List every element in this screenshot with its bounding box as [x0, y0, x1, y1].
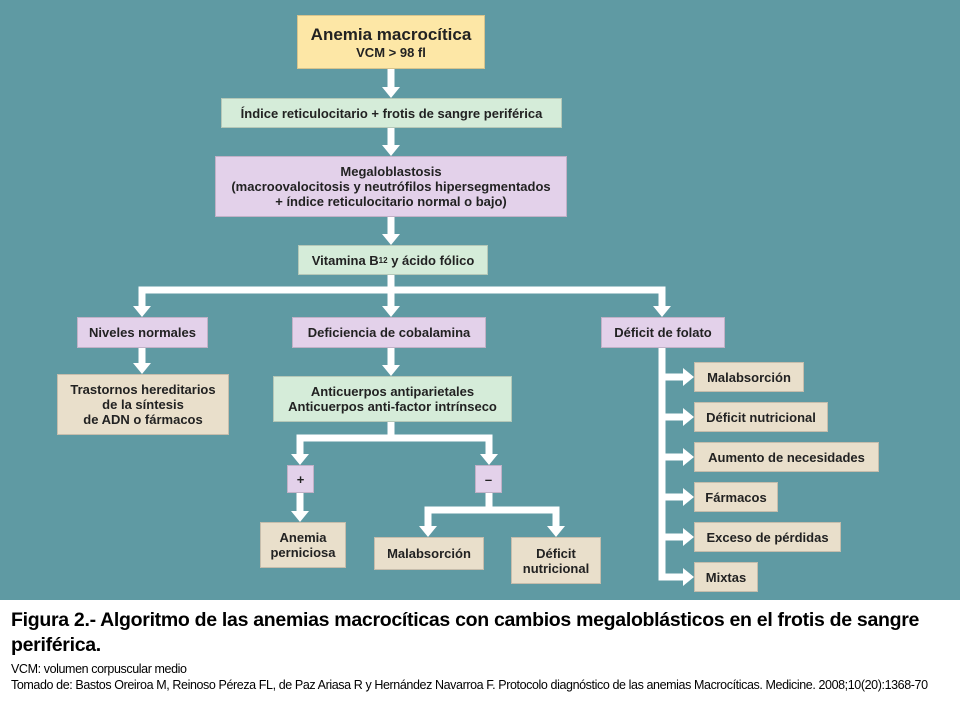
- node-anticuerpos: Anticuerpos antiparietales Anticuerpos a…: [273, 376, 512, 422]
- arrowhead: [653, 306, 671, 317]
- arrowhead: [419, 526, 437, 537]
- node-anemia-macrocitica-vcm: VCM > 98 fl: [356, 44, 426, 60]
- node-folato-exceso-perdidas: Exceso de pérdidas: [694, 522, 841, 552]
- node-malabsorcion-b12: Malabsorción: [374, 537, 484, 570]
- caption-source: Tomado de: Bastos Oreiroa M, Reinoso Pér…: [11, 678, 928, 692]
- node-anemia-macrocitica-title: Anemia macrocítica: [310, 24, 472, 44]
- node-trastornos-hereditarios: Trastornos hereditarios de la síntesis d…: [57, 374, 229, 435]
- node-megaloblastosis: Megaloblastosis (macroovalocitosis y neu…: [215, 156, 567, 217]
- node-anemia-macrocitica: Anemia macrocítica VCM > 98 fl: [297, 15, 485, 69]
- arrowhead: [480, 454, 498, 465]
- node-deficit-folato: Déficit de folato: [601, 317, 725, 348]
- arrowhead: [133, 363, 151, 374]
- arrowhead: [291, 511, 309, 522]
- node-vitamina-subscript: 12: [378, 255, 388, 265]
- node-deficiencia-cobalamina: Deficiencia de cobalamina: [292, 317, 486, 348]
- arrowhead: [683, 568, 694, 586]
- node-folato-malabsorcion: Malabsorción: [694, 362, 804, 392]
- node-niveles-normales: Niveles normales: [77, 317, 208, 348]
- node-folato-farmacos: Fármacos: [694, 482, 778, 512]
- node-folato-mixtas: Mixtas: [694, 562, 758, 592]
- flowchart: Anemia macrocítica VCM > 98 fl Índice re…: [0, 0, 960, 600]
- node-negativo: –: [475, 465, 502, 493]
- connector-arrows: [133, 65, 694, 586]
- arrowhead: [683, 408, 694, 426]
- node-anemia-perniciosa: Anemia perniciosa: [260, 522, 346, 568]
- node-folato-aumento-necesidades: Aumento de necesidades: [694, 442, 879, 472]
- arrowhead: [291, 454, 309, 465]
- arrowhead: [133, 306, 151, 317]
- arrowhead: [547, 526, 565, 537]
- node-folato-deficit-nutricional: Déficit nutricional: [694, 402, 828, 432]
- arrowhead: [683, 448, 694, 466]
- node-deficit-nutricional-b12: Déficit nutricional: [511, 537, 601, 584]
- arrowhead: [683, 528, 694, 546]
- node-positivo: +: [287, 465, 314, 493]
- arrowhead: [382, 234, 400, 245]
- arrowhead: [382, 145, 400, 156]
- node-vitamina-text-a: Vitamina B: [311, 252, 379, 268]
- arrowhead: [683, 488, 694, 506]
- node-vitamina-text-b: y ácido fólico: [387, 252, 475, 268]
- node-indice-reticulocitario: Índice reticulocitario + frotis de sangr…: [221, 98, 562, 128]
- caption-title: Figura 2.- Algoritmo de las anemias macr…: [11, 609, 920, 656]
- arrowhead: [382, 306, 400, 317]
- arrowhead: [683, 368, 694, 386]
- arrowhead: [382, 87, 400, 98]
- caption-abbreviation-note: VCM: volumen corpuscular medio: [11, 662, 187, 676]
- arrowhead: [382, 365, 400, 376]
